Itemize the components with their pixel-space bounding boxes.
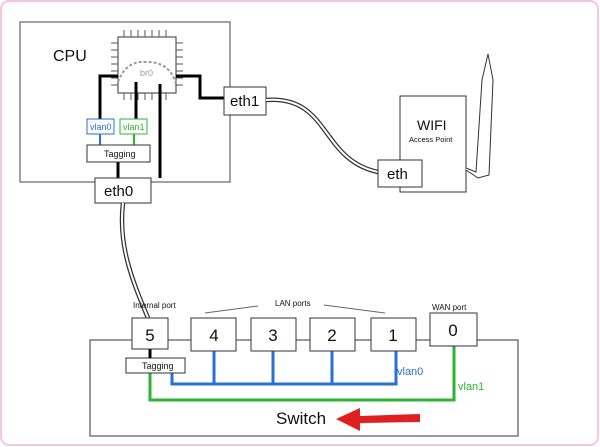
eth1-label: eth1 (230, 93, 259, 110)
switch-port-3: 3 (250, 317, 297, 352)
cable-eth1-wifi (265, 97, 379, 175)
lan-bracket-right (323, 304, 386, 314)
switch-tagging-label: Tagging (142, 361, 174, 371)
wifi-title: WIFI (417, 117, 447, 133)
cpu-chip-icon (111, 30, 183, 100)
internal-port-label: Internal port (133, 301, 176, 310)
switch-port-1: 1 (370, 317, 417, 352)
switch-vlan0-links (170, 351, 398, 386)
port-1-label: 1 (388, 326, 397, 345)
wifi-eth-label: eth (387, 166, 408, 183)
switch-port-0: 0 (429, 312, 478, 347)
port-3-label: 3 (268, 326, 277, 345)
cpu-tagging-box (86, 144, 151, 163)
eth1-box (223, 86, 267, 116)
cpu-label: CPU (53, 48, 87, 65)
wifi-subtitle: Access Point (409, 135, 453, 144)
cpu-tagging-label: Tagging (104, 149, 136, 159)
cpu-vlan1-label: vlan1 (123, 122, 145, 132)
cpu-vlan0-label: vlan0 (90, 122, 112, 132)
port-4-label: 4 (209, 326, 218, 345)
bridge-arc (117, 60, 177, 85)
wifi-eth-box (377, 159, 423, 188)
switch-vlan0-label: vlan0 (397, 366, 423, 378)
antenna-icon (465, 53, 494, 179)
bridge-label: br0 (140, 68, 153, 78)
eth0-box (94, 177, 152, 204)
port-2-label: 2 (327, 326, 336, 345)
port-5-label: 5 (145, 326, 154, 345)
switch-tagging-box (125, 357, 186, 374)
cable-eth0-switch (119, 202, 151, 319)
eth0-label: eth0 (104, 183, 133, 200)
lan-bracket-left (204, 305, 259, 314)
switch-port-5: 5 (131, 317, 169, 350)
switch-label: Switch (276, 409, 326, 428)
wan-port-label: WAN port (432, 303, 467, 312)
port-0-label: 0 (448, 321, 457, 340)
switch-box (89, 339, 519, 437)
pointer-arrow-icon (336, 408, 420, 431)
switch-port-4: 4 (190, 317, 237, 352)
switch-port-2: 2 (309, 317, 356, 352)
lan-ports-label: LAN ports (275, 299, 311, 308)
switch-vlan1-label: vlan1 (458, 381, 484, 393)
switch-vlan1-link (148, 346, 456, 402)
cpu-internal-links (98, 74, 224, 178)
